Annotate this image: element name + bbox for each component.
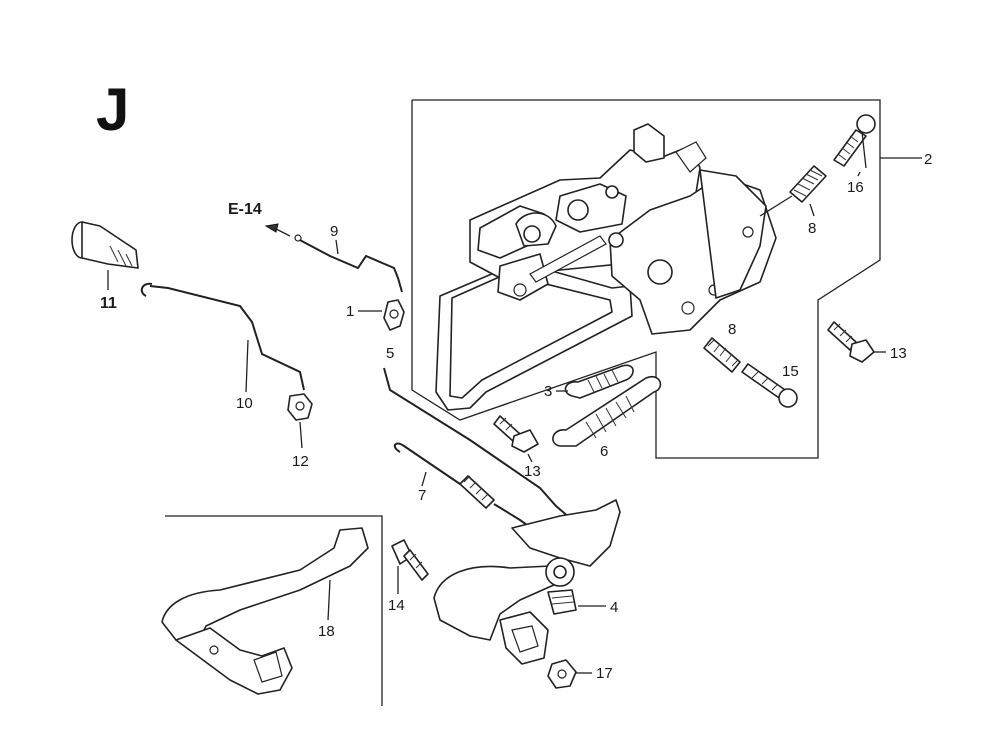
callout-17: 17 (596, 665, 613, 682)
bolt-16 (833, 114, 876, 169)
callout-13-right: 13 (890, 345, 907, 362)
leader-18 (327, 579, 331, 621)
lever-18 (161, 527, 369, 695)
nut-17 (547, 659, 577, 689)
callout-16: 16 (847, 179, 864, 196)
callout-10: 10 (236, 395, 253, 412)
reference-label: E-14 (228, 201, 262, 218)
knob-11 (71, 221, 139, 269)
callout-2: 2 (924, 151, 932, 168)
spring-8-lower (703, 337, 741, 373)
callout-12: 12 (292, 453, 309, 470)
spring-3 (564, 364, 634, 399)
callout-8-upper: 8 (808, 220, 816, 237)
control-base-bracket (435, 123, 777, 411)
bolt-15 (741, 363, 798, 408)
leader-7 (421, 471, 427, 487)
clip-1 (383, 299, 405, 331)
callout-18: 18 (318, 623, 335, 640)
assembly-boundary (411, 99, 881, 459)
callout-11: 11 (100, 295, 117, 312)
screw-14 (391, 539, 429, 581)
inset-boundary (165, 515, 383, 706)
leader-8-upper (809, 203, 815, 217)
leader-9 (335, 239, 339, 255)
leader-16 (857, 171, 861, 177)
callout-6: 6 (600, 443, 608, 460)
rod-10 (140, 282, 305, 391)
bolt-13-right (827, 321, 875, 363)
leader-13-center (527, 453, 533, 463)
arrow-left-icon (264, 223, 279, 233)
callout-7: 7 (418, 487, 426, 504)
callout-15: 15 (782, 363, 799, 380)
clip-12 (287, 393, 313, 421)
leader-12 (299, 421, 303, 449)
reference-arrow-line (273, 227, 291, 237)
rod-5 (383, 367, 571, 519)
callout-3: 3 (544, 383, 552, 400)
spring-6 (552, 375, 662, 447)
section-letter: J (96, 76, 129, 143)
callout-8-lower: 8 (728, 321, 736, 338)
leader-10 (245, 339, 249, 393)
callout-4: 4 (610, 599, 618, 616)
control-lever-4 (433, 499, 621, 665)
callout-13-center: 13 (524, 463, 541, 480)
spring-8-upper (759, 165, 827, 217)
callout-5: 5 (386, 345, 394, 362)
callout-14: 14 (388, 597, 405, 614)
callout-1: 1 (346, 303, 354, 320)
rod-9 (294, 234, 403, 293)
bolt-13-center (493, 415, 539, 453)
callout-9: 9 (330, 223, 338, 240)
